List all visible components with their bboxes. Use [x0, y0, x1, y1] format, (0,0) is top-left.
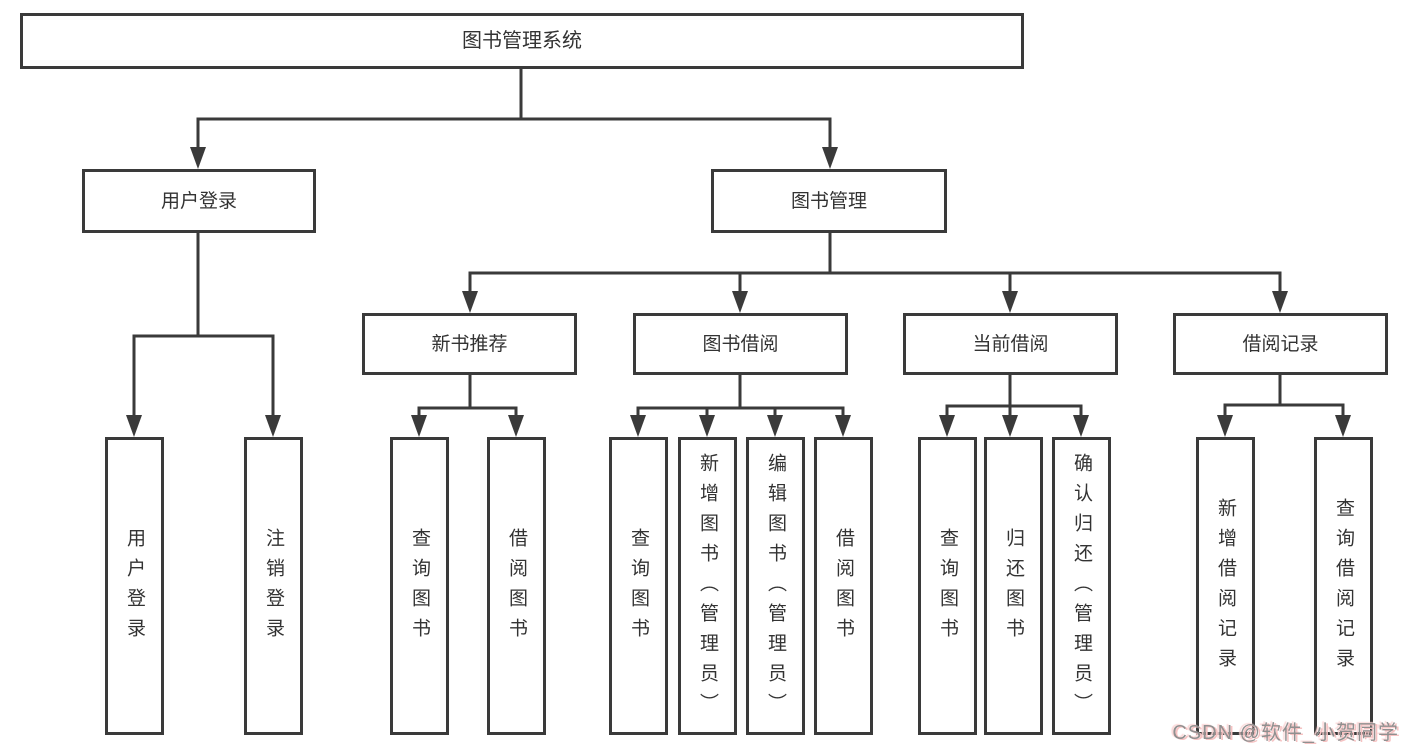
node-leaf-query-books-2: 查询图书 [609, 437, 668, 735]
connector-root-to-level2 [196, 69, 832, 149]
node-current-borrowing: 当前借阅 [903, 313, 1118, 375]
node-leaf-query-books-3: 查询图书 [918, 437, 977, 735]
node-leaf-query-books-1: 查询图书 [390, 437, 449, 735]
node-leaf-query-borrow-record: 查询借阅记录 [1314, 437, 1373, 735]
connector-current-borrow-group [945, 375, 1083, 418]
connector-borrow-record-group [1223, 375, 1345, 418]
connector-user-login-branch [132, 232, 275, 418]
node-leaf-user-login: 用户登录 [105, 437, 164, 735]
node-leaf-add-borrow-record: 新增借阅记录 [1196, 437, 1255, 735]
node-leaf-add-books-admin: 新增图书（管理员） [678, 437, 737, 735]
node-book-management: 图书管理 [711, 169, 947, 233]
node-leaf-return-books: 归还图书 [984, 437, 1043, 735]
node-user-login: 用户登录 [82, 169, 316, 233]
arrowheads [126, 147, 1351, 437]
watermark: CSDN @软件_小贺同学 [1172, 722, 1399, 744]
connector-book-management-branch [468, 232, 1282, 294]
node-borrowing-records: 借阅记录 [1173, 313, 1388, 375]
node-library-management-system: 图书管理系统 [20, 13, 1024, 69]
node-leaf-edit-books-admin: 编辑图书（管理员） [746, 437, 805, 735]
node-leaf-borrow-books-2: 借阅图书 [814, 437, 873, 735]
node-book-borrowing: 图书借阅 [633, 313, 848, 375]
connector-book-borrow-group [636, 375, 845, 418]
node-leaf-logout: 注销登录 [244, 437, 303, 735]
connector-new-book-group [417, 375, 518, 418]
node-new-book-recommend: 新书推荐 [362, 313, 577, 375]
node-leaf-borrow-books-1: 借阅图书 [487, 437, 546, 735]
node-leaf-confirm-return-admin: 确认归还（管理员） [1052, 437, 1111, 735]
